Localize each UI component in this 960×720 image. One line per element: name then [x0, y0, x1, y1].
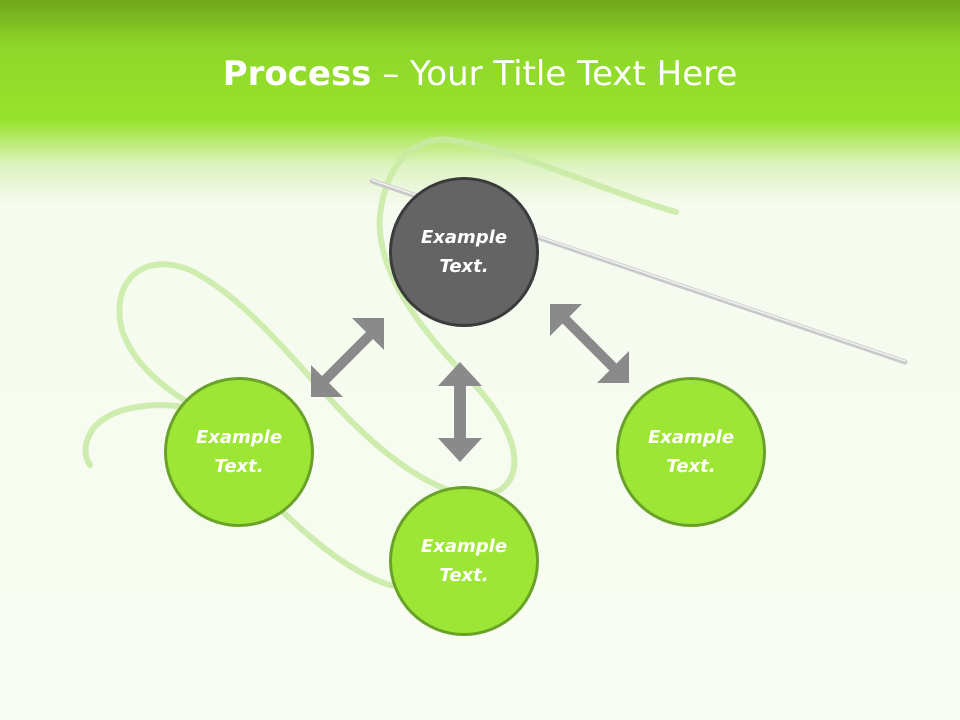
- double-headed-arrow-icon: [438, 362, 482, 462]
- title-rest: – Your Title Text Here: [371, 54, 738, 94]
- node-left-label: Example Text.: [195, 427, 283, 477]
- node-right: Example Text.: [616, 377, 766, 527]
- node-left: Example Text.: [164, 377, 314, 527]
- node-bottom: Example Text.: [389, 486, 539, 636]
- title-bold: Process: [222, 54, 372, 94]
- node-top-label: Example Text.: [420, 227, 508, 277]
- slide-title: Process – Your Title Text Here: [0, 52, 960, 96]
- double-headed-arrow-icon: [311, 318, 384, 397]
- node-right-label: Example Text.: [647, 427, 735, 477]
- node-top: Example Text.: [389, 177, 539, 327]
- double-headed-arrow-icon: [550, 304, 629, 383]
- node-bottom-label: Example Text.: [420, 536, 508, 586]
